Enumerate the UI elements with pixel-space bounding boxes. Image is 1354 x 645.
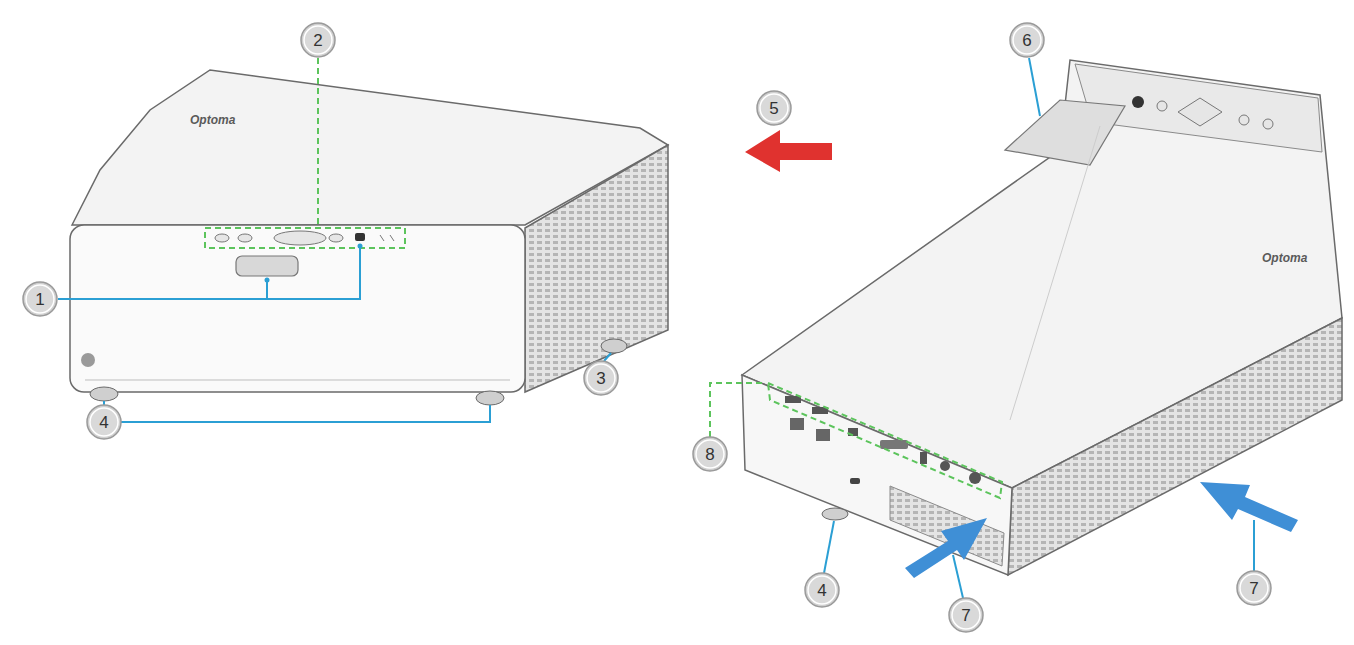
navigation-pad: [1178, 98, 1222, 126]
leader-line: [121, 405, 490, 422]
callout-disc: [805, 573, 839, 607]
callout-number: 4: [87, 405, 121, 439]
brand-logo: Optoma: [190, 114, 235, 126]
callout-circle: [23, 282, 57, 316]
callout-circle: [584, 361, 618, 395]
leader-line: [58, 246, 360, 299]
callout-disc: [301, 23, 335, 57]
button: [1157, 101, 1167, 111]
lens-window: [236, 256, 298, 276]
leader-line: [317, 58, 319, 228]
intake-arrow: [1200, 482, 1298, 532]
callout-circle: [87, 405, 121, 439]
foot: [822, 508, 848, 520]
brand-logo: Optoma: [1262, 252, 1307, 264]
callout-disc: [584, 361, 618, 395]
callout-disc: [1237, 571, 1271, 605]
ir-receiver: [355, 233, 365, 241]
button: [238, 234, 252, 242]
callout-disc: [949, 598, 983, 632]
security-slot: [850, 478, 860, 484]
callout-circle: [301, 23, 335, 57]
callout-number: 3: [584, 361, 618, 395]
callout-circle: [1010, 23, 1044, 57]
front-view-projector: [58, 58, 668, 422]
power-button: [1132, 96, 1144, 108]
callout-circle: [693, 437, 727, 471]
callout-circle: [757, 91, 791, 125]
power-socket: [969, 472, 981, 484]
callout-number: 1: [23, 282, 57, 316]
leader-dot: [358, 244, 363, 249]
indicator-led: [390, 235, 394, 241]
audio-port: [940, 461, 950, 471]
foot: [476, 391, 504, 405]
leader-dot: [265, 278, 270, 283]
rear-view-projector: [710, 58, 1342, 598]
button: [329, 234, 343, 242]
callout-disc: [87, 405, 121, 439]
leader-line: [1029, 58, 1040, 116]
callout-disc: [23, 282, 57, 316]
leader-line: [710, 383, 766, 437]
button: [215, 234, 229, 242]
usb-port: [920, 452, 927, 464]
network-port: [816, 429, 830, 441]
side-vent: [1008, 318, 1342, 575]
navigation-pad: [274, 231, 326, 245]
callout-number: 6: [1010, 23, 1044, 57]
hdmi-port: [785, 396, 801, 403]
callout-circles: [23, 23, 1271, 632]
control-panel-bracket: [205, 228, 405, 248]
front-face: [70, 225, 525, 392]
indicator-led: [380, 235, 384, 241]
front-logo: [81, 353, 95, 367]
callout-disc: [693, 437, 727, 471]
button: [1239, 115, 1249, 125]
callout-number: 7: [1237, 571, 1271, 605]
intake-arrow: [905, 518, 987, 578]
callout-circle: [1237, 571, 1271, 605]
callout-number: 2: [301, 23, 335, 57]
leader-line: [1253, 520, 1255, 571]
leader-line: [824, 521, 834, 573]
leader-line: [604, 353, 611, 361]
button: [1263, 119, 1273, 129]
leader-line: [953, 555, 963, 598]
callout-circle: [805, 573, 839, 607]
callout-number: 5: [757, 91, 791, 125]
vga-port: [880, 440, 908, 449]
callout-disc: [1010, 23, 1044, 57]
callout-disc: [757, 91, 791, 125]
callout-number: 4: [805, 573, 839, 607]
callout-circle: [949, 598, 983, 632]
network-port: [790, 418, 804, 430]
exhaust-arrow: [745, 130, 832, 172]
ir-window: [1005, 100, 1125, 165]
rear-foot: [601, 339, 627, 353]
front-bevel: [85, 380, 510, 381]
callout-number: 7: [949, 598, 983, 632]
foot: [90, 387, 118, 401]
side-vent: [525, 145, 668, 392]
io-panel-bracket: [768, 383, 1002, 498]
callout-number: 8: [693, 437, 727, 471]
top-crease: [1010, 126, 1100, 420]
leader-line: [266, 280, 268, 299]
